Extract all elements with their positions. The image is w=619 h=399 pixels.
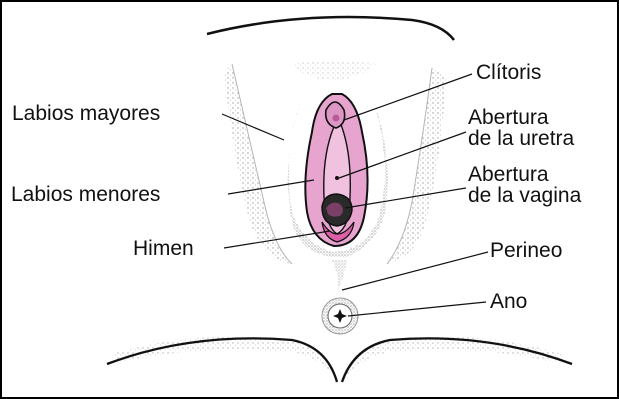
label-labios-mayores: Labios mayores: [12, 103, 160, 124]
right-thigh-shade: [387, 68, 446, 264]
label-himen: Himen: [133, 238, 194, 259]
belly-curve: [207, 17, 454, 40]
label-abertura-vagina-line1: Abertura: [468, 164, 581, 185]
label-abertura-uretra-line1: Abertura: [468, 107, 574, 128]
leader-perineo: [342, 252, 488, 290]
left-thigh-shade: [224, 64, 292, 264]
leader-ano: [348, 302, 486, 316]
label-abertura-uretra: Abertura de la uretra: [468, 107, 574, 149]
leader-clitoris: [344, 74, 472, 120]
label-labios-menores: Labios menores: [11, 184, 160, 205]
label-abertura-vagina: Abertura de la vagina: [468, 164, 581, 206]
label-clitoris: Clítoris: [476, 62, 541, 83]
label-ano: Ano: [490, 291, 527, 312]
urethra-dot: [335, 176, 339, 180]
label-perineo: Perineo: [490, 240, 562, 261]
label-abertura-uretra-line2: de la uretra: [468, 128, 574, 149]
label-abertura-vagina-line2: de la vagina: [468, 185, 581, 206]
